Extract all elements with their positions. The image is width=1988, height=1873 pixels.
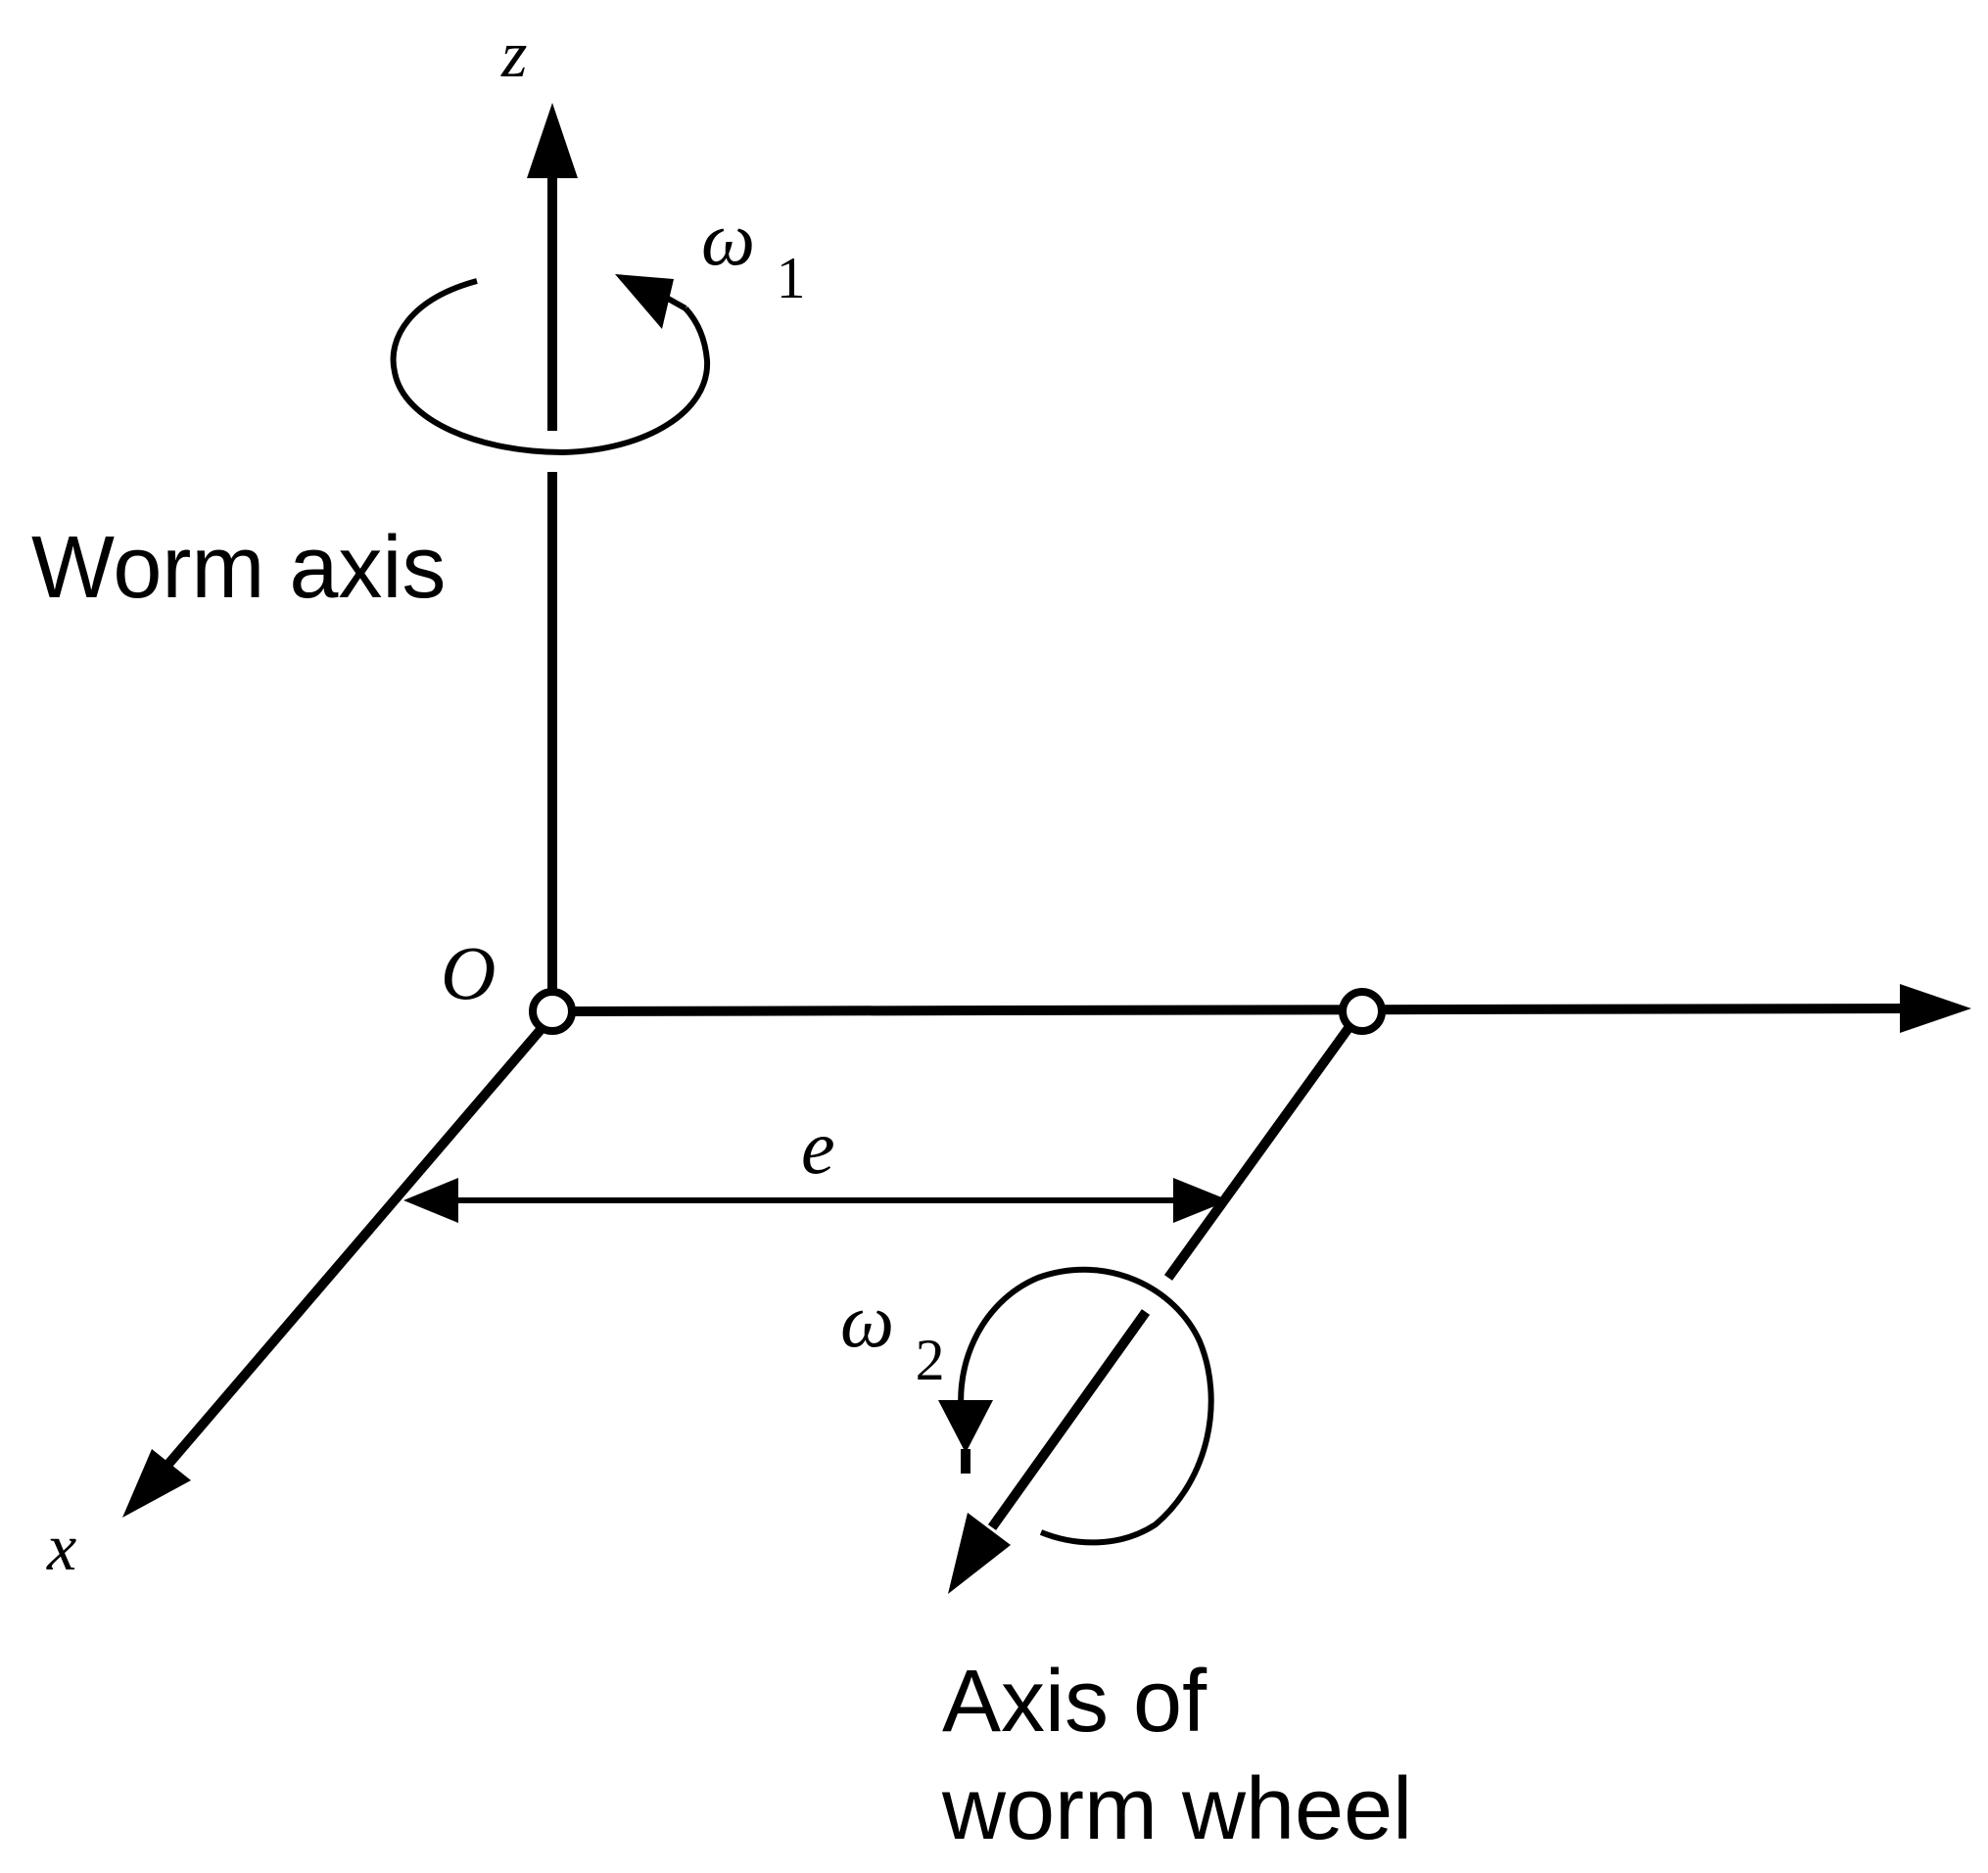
omega2-rotation-arc <box>958 1266 1214 1546</box>
wheel-axis-point <box>1339 988 1386 1035</box>
wheel-axis-line-upper <box>1163 1025 1353 1281</box>
worm-axis-label: Worm axis <box>31 519 446 617</box>
y-axis-line <box>564 1004 1903 1016</box>
wheel-axis-label-line2: worm wheel <box>941 1760 1412 1858</box>
omega1-arrowhead <box>615 274 674 329</box>
y-axis-arrowhead <box>1900 984 1971 1033</box>
x-axis-line <box>161 1021 548 1473</box>
wheel-axis-arrowhead <box>948 1513 1011 1594</box>
omega1-rotation-arc <box>390 278 711 456</box>
omega1-subscript: 1 <box>777 246 806 310</box>
omega2-label: ω 2 <box>840 1278 945 1392</box>
offset-label: e <box>801 1104 835 1190</box>
omega2-subscript: 2 <box>916 1328 945 1392</box>
origin-label: O <box>441 930 496 1015</box>
origin-point <box>529 988 576 1035</box>
omega1-label: ω 1 <box>701 196 806 310</box>
offset-arrowhead-right <box>1173 1178 1229 1223</box>
omega2-symbol: ω <box>840 1278 894 1363</box>
x-axis-label: x <box>46 1510 76 1584</box>
wheel-axis-line-lower <box>987 1309 1151 1530</box>
x-axis-arrowhead <box>122 1449 191 1518</box>
omega1-symbol: ω <box>701 196 755 281</box>
omega2-arrowhead <box>938 1400 993 1453</box>
z-axis-arrowhead <box>527 103 578 178</box>
offset-arrowhead-left <box>403 1178 458 1223</box>
z-axis-label: z <box>500 17 527 91</box>
wheel-axis-label-line1: Axis of <box>942 1653 1207 1751</box>
